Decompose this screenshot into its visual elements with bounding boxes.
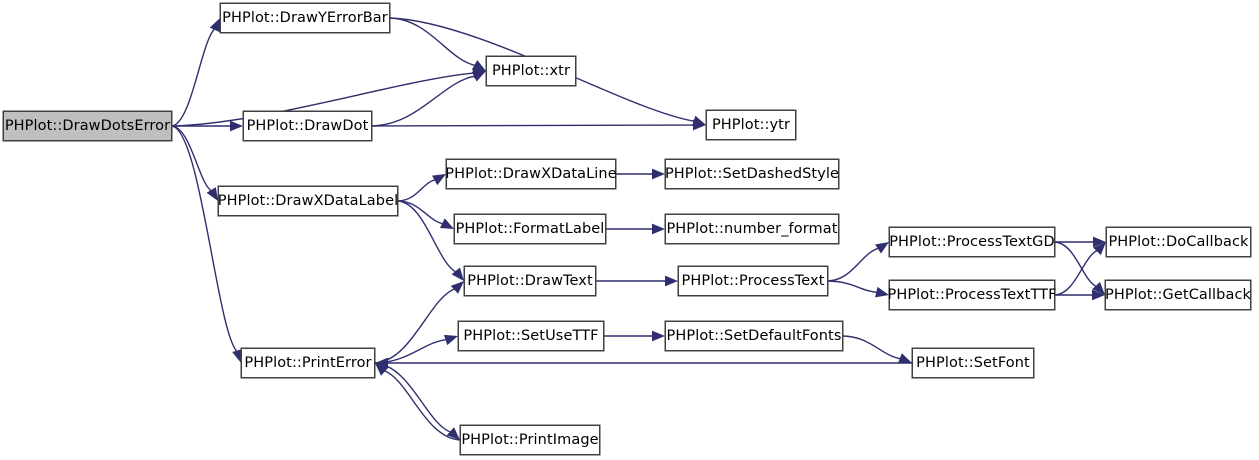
edge-line <box>374 362 453 434</box>
node-setdefaultfonts[interactable]: PHPlot::SetDefaultFonts <box>665 321 843 351</box>
edge-line <box>1054 249 1099 296</box>
node-label: PHPlot::DrawDotsError <box>4 117 171 134</box>
edge-line <box>397 200 458 274</box>
node-processtextgd[interactable]: PHPlot::ProcessTextGD <box>889 227 1055 257</box>
node-label: PHPlot::DrawXDataLine <box>445 165 617 182</box>
node-printerror[interactable]: PHPlot::PrintError <box>241 348 375 378</box>
edge-line <box>1054 241 1098 288</box>
node-label: PHPlot::PrintError <box>244 354 372 371</box>
edge-line <box>371 75 477 127</box>
edge-arrowhead <box>375 357 388 369</box>
edge-line <box>171 125 213 193</box>
edge-arrowhead <box>1092 289 1105 301</box>
node-label: PHPlot::xtr <box>491 62 571 79</box>
node-label: PHPlot::SetUseTTF <box>463 327 599 344</box>
edge-arrowhead <box>691 115 706 126</box>
node-label: PHPlot::ProcessText <box>681 272 825 289</box>
node-label: PHPlot::SetDefaultFonts <box>666 327 842 344</box>
node-label: PHPlot::DoCallback <box>1108 233 1249 250</box>
node-ytr[interactable]: PHPlot::ytr <box>706 110 796 140</box>
edge-arrowhead <box>875 242 889 254</box>
edge-line <box>374 338 448 364</box>
edge-arrowhead <box>693 119 706 131</box>
node-drawyerrorbar[interactable]: PHPlot::DrawYErrorBar <box>220 3 390 33</box>
edge-arrowhead <box>450 281 464 294</box>
node-setfont[interactable]: PHPlot::SetFont <box>912 348 1034 378</box>
node-label: PHPlot::GetCallback <box>1105 286 1252 303</box>
node-label: PHPlot::DrawDot <box>246 117 369 134</box>
node-label: PHPlot::SetFont <box>916 354 1030 371</box>
node-label: PHPlot::DrawYErrorBar <box>222 9 388 26</box>
node-docallback[interactable]: PHPlot::DoCallback <box>1106 227 1251 257</box>
node-label: PHPlot::DrawText <box>467 272 593 289</box>
edge-arrowhead <box>439 218 454 229</box>
node-formatlabel[interactable]: PHPlot::FormatLabel <box>454 214 606 244</box>
edge-line <box>371 124 696 127</box>
node-getcallback[interactable]: PHPlot::GetCallback <box>1105 280 1251 310</box>
edge-line <box>827 247 880 282</box>
edge-line <box>171 125 239 353</box>
edge-line <box>397 178 437 202</box>
node-label: PHPlot::ProcessTextGD <box>889 233 1055 250</box>
node-label: PHPlot::PrintImage <box>461 431 599 448</box>
edge-arrowhead <box>1093 242 1106 256</box>
node-processtextttf[interactable]: PHPlot::ProcessTextTTF <box>887 280 1057 310</box>
edge-arrowhead <box>443 334 458 346</box>
node-setusettf[interactable]: PHPlot::SetUseTTF <box>458 321 604 351</box>
edge-arrowhead <box>1092 281 1105 295</box>
node-label: PHPlot::SetDashedStyle <box>664 165 840 182</box>
edge-arrowhead <box>652 330 665 342</box>
edge-arrowhead <box>230 120 243 132</box>
edge-line <box>382 369 461 441</box>
node-drawdotserror[interactable]: PHPlot::DrawDotsError <box>3 111 172 141</box>
edge-arrowhead <box>471 71 486 82</box>
edge-arrowhead <box>432 174 446 186</box>
node-drawtext[interactable]: PHPlot::DrawText <box>464 266 596 296</box>
node-drawxdatalabel[interactable]: PHPlot::DrawXDataLabel <box>218 186 398 216</box>
edge-line <box>374 287 457 364</box>
edge-arrowhead <box>209 18 220 33</box>
edge-arrowhead <box>375 363 389 376</box>
node-label: PHPlot::ytr <box>711 116 791 133</box>
edge-arrowhead <box>1093 236 1106 248</box>
node-printimage[interactable]: PHPlot::PrintImage <box>460 425 600 455</box>
edge-arrowhead <box>652 168 665 180</box>
edge-line <box>397 200 445 225</box>
edge-arrowhead <box>897 353 912 364</box>
node-drawdot[interactable]: PHPlot::DrawDot <box>243 111 372 141</box>
edge-arrowhead <box>652 223 665 235</box>
edge-arrowhead <box>472 59 486 71</box>
node-processtext[interactable]: PHPlot::ProcessText <box>678 266 828 296</box>
edge-arrowhead <box>446 427 460 440</box>
node-number_format[interactable]: PHPlot::number_format <box>665 214 839 244</box>
node-xtr[interactable]: PHPlot::xtr <box>486 56 576 86</box>
edge-line <box>389 17 477 67</box>
node-setdashedstyle[interactable]: PHPlot::SetDashedStyle <box>665 159 839 189</box>
node-label: PHPlot::ProcessTextTTF <box>887 286 1057 303</box>
edge-arrowhead <box>451 267 464 281</box>
edge-arrowhead <box>472 67 486 79</box>
edge-line <box>842 335 902 360</box>
edge-line <box>171 27 217 127</box>
node-drawxdataline[interactable]: PHPlot::DrawXDataLine <box>445 159 617 189</box>
edge-arrowhead <box>665 275 678 287</box>
node-label: PHPlot::number_format <box>666 220 838 237</box>
edge-line <box>827 280 879 294</box>
edge-arrowhead <box>206 187 218 201</box>
node-label: PHPlot::FormatLabel <box>455 220 605 237</box>
node-label: PHPlot::DrawXDataLabel <box>217 192 399 209</box>
